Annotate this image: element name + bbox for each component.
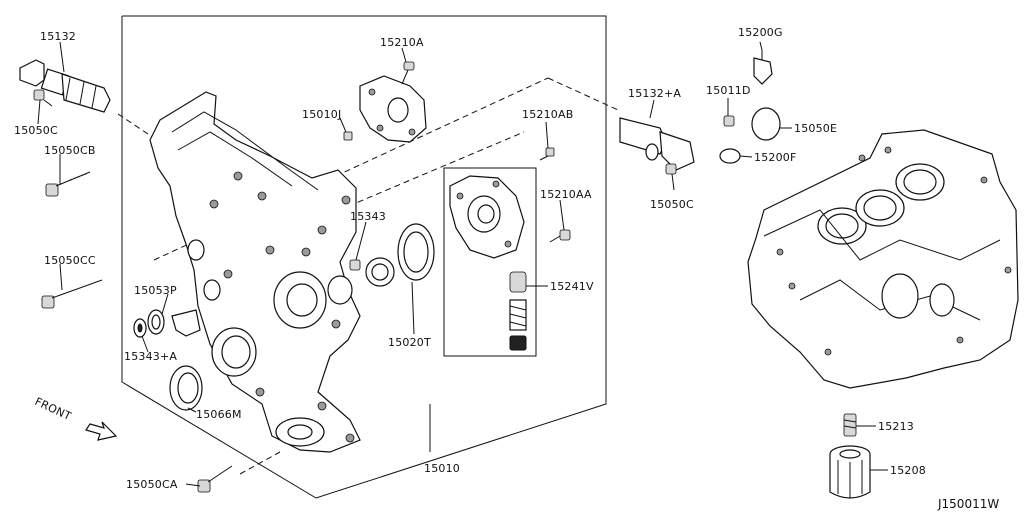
- bracket-15343a: [171, 309, 201, 337]
- oil-pump-gears-15020t: [365, 223, 435, 287]
- bolt-15210ab: [539, 147, 555, 161]
- figure-code: J150011W: [937, 497, 999, 511]
- nut-15343: [349, 259, 361, 271]
- bolt-15210aa: [549, 229, 571, 243]
- oil-seal-15066m: [169, 365, 203, 411]
- seal-15343a: [133, 318, 147, 338]
- label-15053p: 15053P: [134, 284, 177, 297]
- leader-lines: [37, 41, 888, 487]
- label-15050cb: 15050CB: [44, 144, 96, 157]
- label-15208: 15208: [890, 464, 926, 477]
- oil-pump-body-inset: [449, 175, 525, 259]
- oil-pump-housing-15210a: [359, 75, 427, 143]
- cylinder-block: [747, 129, 1019, 389]
- label-15241v: 15241V: [550, 280, 594, 293]
- label-15132: 15132: [40, 30, 76, 43]
- label-15010: 15010: [424, 462, 460, 475]
- plug-15011d: [723, 115, 735, 127]
- oring-15050e: [751, 107, 781, 141]
- relief-valve-15241v: [509, 271, 527, 351]
- bolt-15050cc: [41, 279, 103, 309]
- oil-filter-15208: [829, 445, 871, 499]
- front-timing-cover: [149, 91, 361, 453]
- label-15132a: 15132+A: [628, 87, 681, 100]
- label-15343: 15343: [350, 210, 386, 223]
- oil-control-valve-left: [19, 59, 111, 113]
- label-15050e: 15050E: [794, 122, 837, 135]
- oil-control-valve-right: [619, 117, 695, 171]
- bolt-15050c-right: [665, 163, 677, 175]
- label-15066m: 15066M: [196, 408, 242, 421]
- label-15210ab: 15210AB: [522, 108, 573, 121]
- label-15213: 15213: [878, 420, 914, 433]
- label-15200g: 15200G: [738, 26, 783, 39]
- front-label: FRONT: [33, 395, 74, 423]
- label-15011d: 15011D: [706, 84, 751, 97]
- bolt-15050c-left: [33, 89, 53, 107]
- sensor-15200g: [753, 50, 773, 85]
- stud-15213: [843, 413, 857, 437]
- assembly-box-oil-pump-inset: [443, 167, 537, 357]
- label-15050ca: 15050CA: [126, 478, 178, 491]
- part-labels: 15132 15050C 15050CB 15050CC 15053P 1534…: [14, 26, 926, 491]
- plug-15010j: [343, 131, 353, 141]
- label-15200f: 15200F: [754, 151, 797, 164]
- label-15343a: 15343+A: [124, 350, 177, 363]
- seal-ring-15053p: [147, 309, 165, 335]
- label-15050c-right: 15050C: [650, 198, 694, 211]
- bolt-15210a: [401, 61, 415, 85]
- label-15020t: 15020T: [388, 336, 431, 349]
- assembly-box-timing-cover: [121, 15, 607, 499]
- label-15050cc: 15050CC: [44, 254, 96, 267]
- label-15210a: 15210A: [380, 36, 424, 49]
- bolt-15050ca: [197, 465, 233, 493]
- label-15050c-left: 15050C: [14, 124, 58, 137]
- bolt-15050cb: [45, 171, 91, 197]
- oring-15200f: [719, 148, 741, 164]
- label-15010j: 15010J: [302, 108, 341, 121]
- front-direction-indicator: FRONT: [33, 395, 118, 441]
- label-15210aa: 15210AA: [540, 188, 592, 201]
